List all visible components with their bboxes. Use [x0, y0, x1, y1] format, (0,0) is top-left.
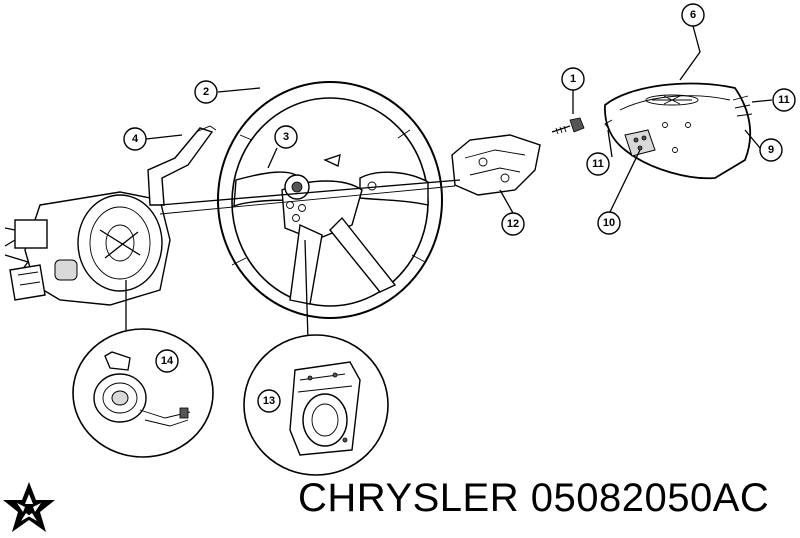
pentastar-icon [3, 482, 55, 532]
callout-2: 2 [194, 80, 218, 104]
svg-text:6: 6 [690, 9, 696, 21]
detail-clockspring [72, 328, 214, 458]
svg-text:1: 1 [570, 73, 576, 85]
part-number: 05082050AC [530, 476, 770, 520]
svg-text:4: 4 [132, 133, 139, 145]
airbag-bolt [551, 117, 585, 135]
svg-text:3: 3 [283, 131, 289, 143]
callout-12: 12 [501, 212, 525, 236]
callout-11-right: 11 [772, 88, 796, 112]
svg-text:2: 2 [203, 86, 209, 98]
steering-wheel [217, 81, 443, 319]
callout-1: 1 [561, 67, 585, 91]
svg-text:11: 11 [592, 158, 604, 170]
callout-9: 9 [759, 138, 783, 162]
callout-10: 10 [597, 211, 621, 235]
steering-column [4, 191, 171, 306]
callout-3: 3 [274, 125, 298, 149]
leader-lines [125, 25, 773, 341]
svg-text:14: 14 [161, 355, 174, 367]
multifunction-lever [147, 125, 217, 206]
svg-text:12: 12 [507, 218, 519, 230]
callout-13: 13 [257, 389, 281, 413]
detail-switch-module [243, 334, 389, 476]
callout-4: 4 [123, 127, 147, 151]
airbag-module [604, 82, 753, 180]
part-caption: CHRYSLER 05082050AC [298, 478, 769, 518]
callout-11-left: 11 [586, 152, 610, 176]
rear-trim-cover [451, 134, 541, 196]
brand-name: CHRYSLER [298, 476, 520, 520]
svg-text:11: 11 [778, 94, 790, 106]
callout-14: 14 [155, 349, 179, 373]
svg-text:9: 9 [768, 144, 774, 156]
callout-6: 6 [681, 3, 705, 27]
svg-text:10: 10 [603, 217, 615, 229]
svg-text:13: 13 [263, 395, 275, 407]
